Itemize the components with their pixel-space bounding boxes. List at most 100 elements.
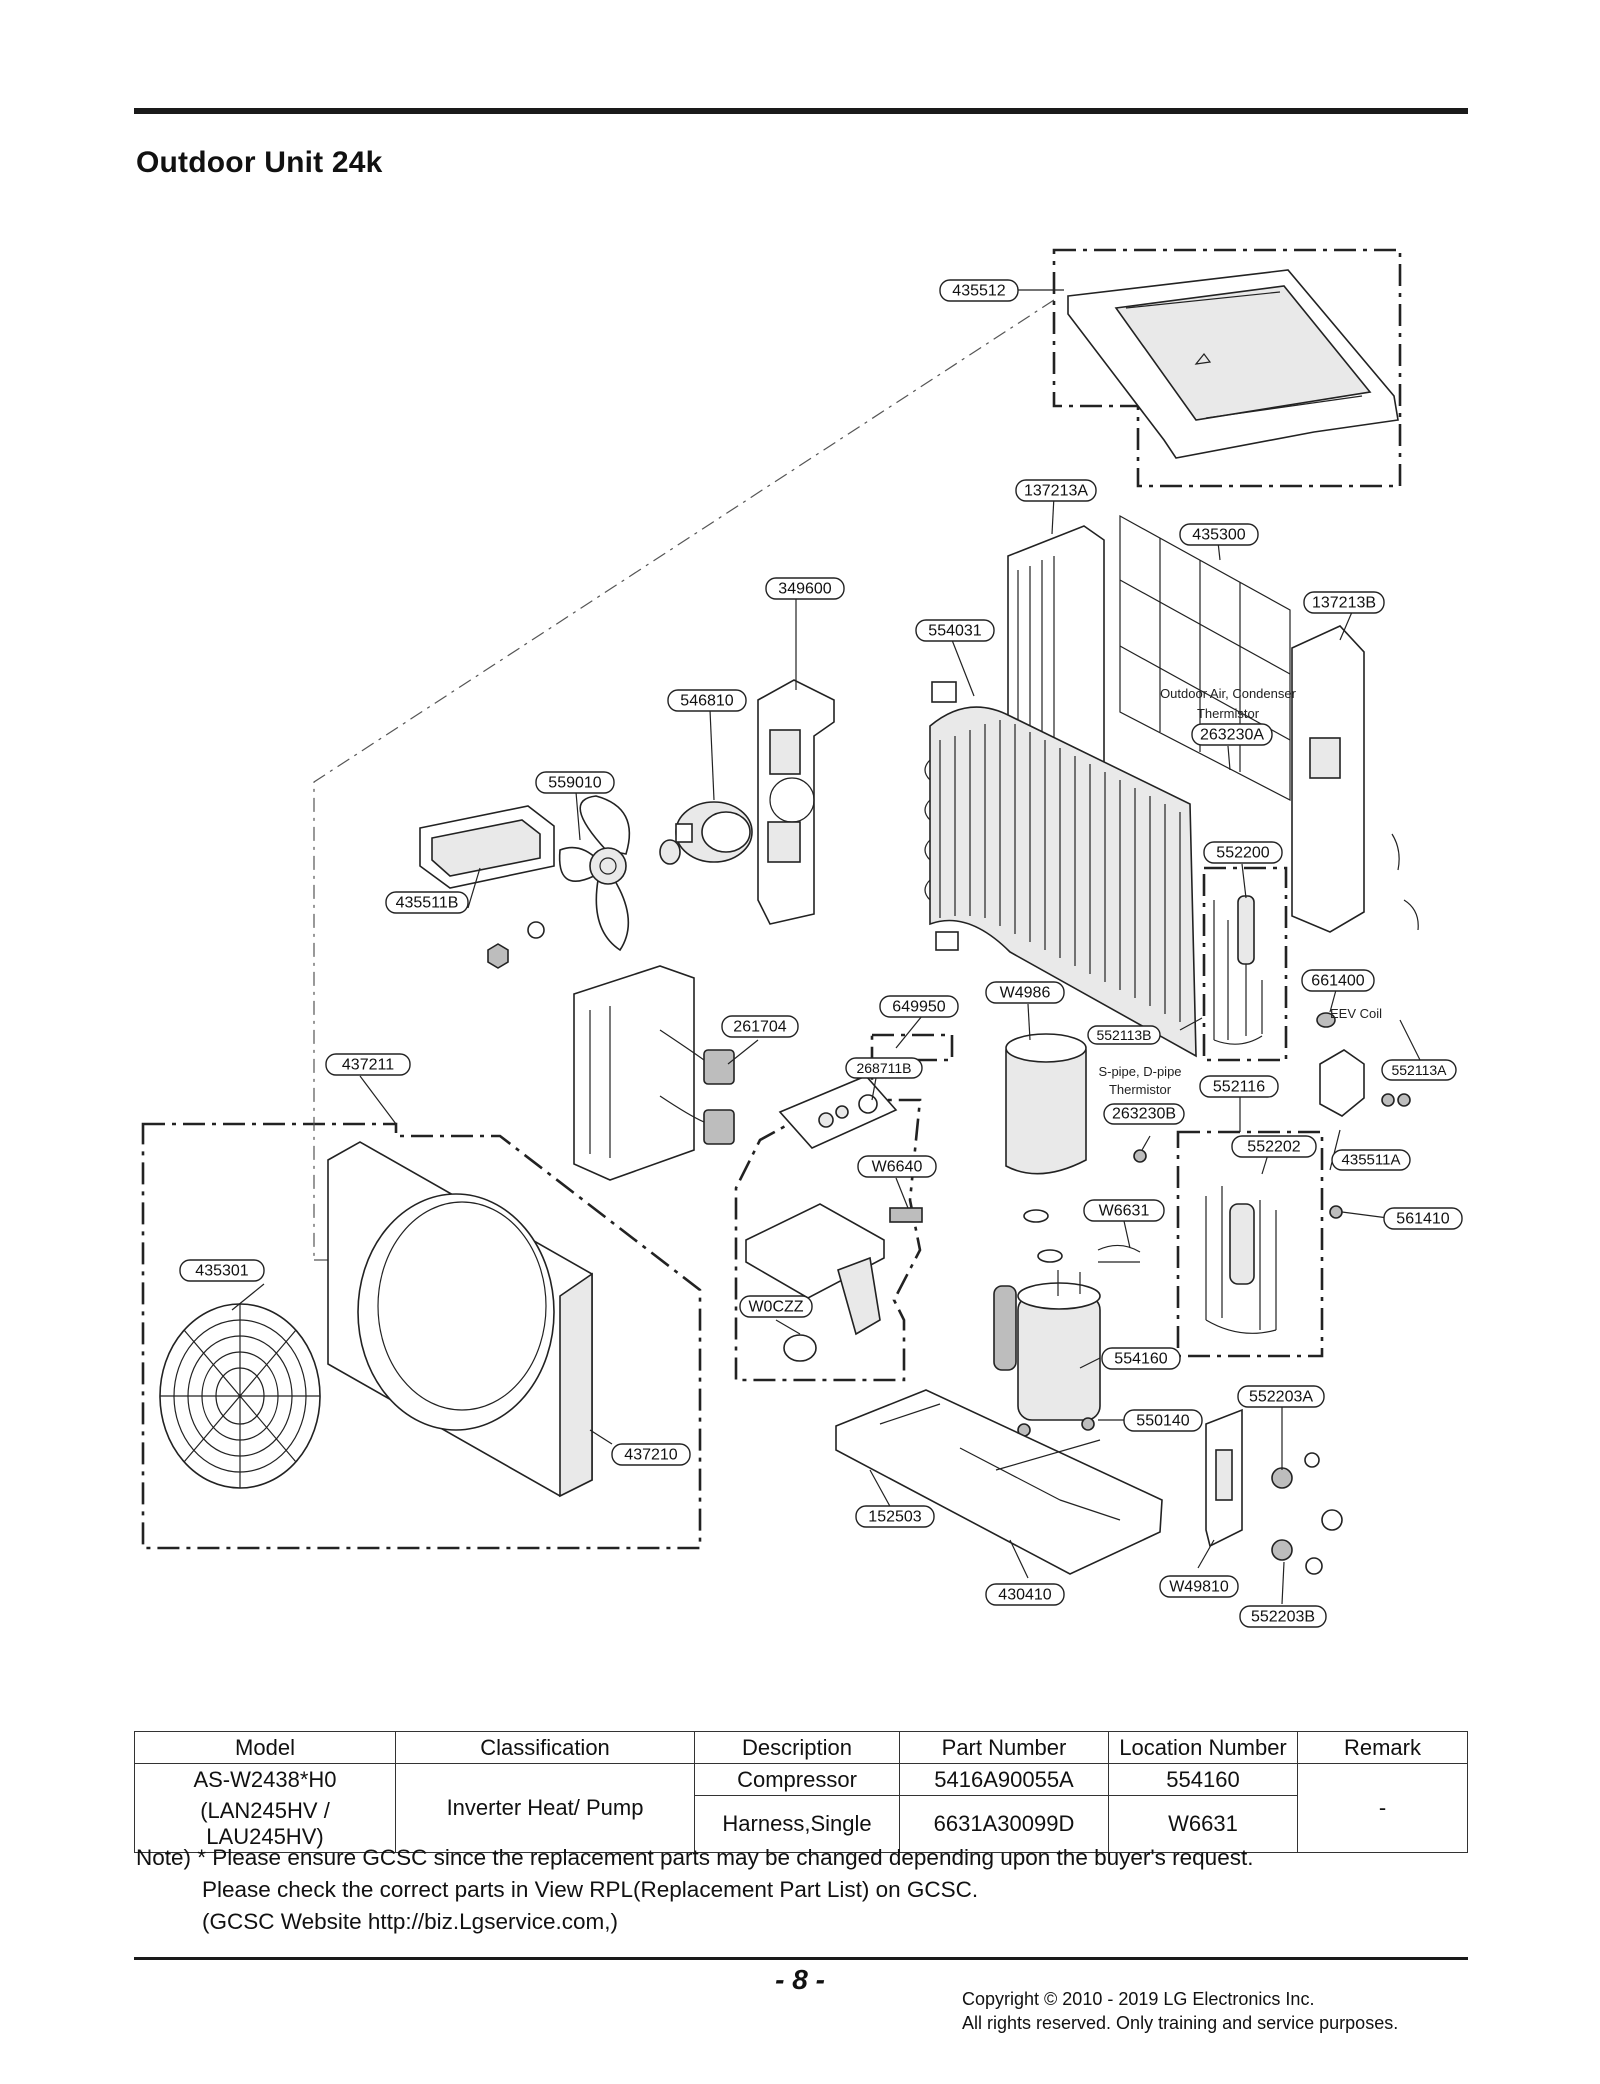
svg-text:546810: 546810 <box>680 693 733 710</box>
note-condenser-thermistor-2: Thermistor <box>1197 706 1260 721</box>
callout-430410: 430410 <box>985 1583 1065 1606</box>
col-location-number: Location Number <box>1108 1731 1298 1764</box>
svg-text:263230A: 263230A <box>1200 727 1264 744</box>
callout-552116: 552116 <box>1199 1075 1279 1098</box>
motor-bracket <box>757 679 835 925</box>
condenser-coil <box>924 681 1197 1058</box>
col-part-number: Part Number <box>899 1731 1109 1764</box>
callout-552113B: 552113B <box>1087 1025 1161 1045</box>
callout-649950: 649950 <box>879 995 959 1018</box>
compressor <box>993 1209 1141 1437</box>
note-condenser-thermistor-1: Outdoor Air, Condenser <box>1160 686 1297 701</box>
col-description: Description <box>694 1731 900 1764</box>
note-line-1: Note) * Please ensure GCSC since the rep… <box>136 1845 1254 1870</box>
table-row: (LAN245HV / LAU245HV) Harness,Single 663… <box>134 1795 1468 1853</box>
part-number-cell: 5416A90055A <box>899 1763 1109 1796</box>
svg-text:261704: 261704 <box>733 1019 786 1036</box>
page-number: - 8 - <box>775 1964 825 1995</box>
table-row: AS-W2438*H0 Inverter Heat/ Pump Compress… <box>134 1763 1468 1853</box>
page-title: Outdoor Unit 24k <box>136 146 383 179</box>
svg-text:349600: 349600 <box>778 581 831 598</box>
exploded-parts-diagram: 435512 137213A 435300 349600 137213B 554… <box>141 248 1463 1628</box>
svg-text:W49810: W49810 <box>1169 1579 1229 1596</box>
callout-W0CZZ: W0CZZ <box>739 1295 813 1318</box>
callout-552200: 552200 <box>1203 841 1283 864</box>
col-classification: Classification <box>395 1731 695 1764</box>
note-spipe-2: Thermistor <box>1109 1082 1172 1097</box>
svg-text:554160: 554160 <box>1114 1351 1167 1368</box>
col-remark: Remark <box>1297 1731 1468 1764</box>
svg-text:550140: 550140 <box>1136 1413 1189 1430</box>
description-cell: Compressor <box>694 1763 900 1796</box>
svg-text:552113B: 552113B <box>1096 1027 1151 1043</box>
svg-text:552113A: 552113A <box>1391 1062 1447 1078</box>
callout-552202: 552202 <box>1231 1135 1317 1158</box>
svg-text:263230B: 263230B <box>1112 1106 1176 1123</box>
svg-text:137213A: 137213A <box>1024 483 1088 500</box>
callout-W4986: W4986 <box>985 981 1065 1004</box>
svg-text:649950: 649950 <box>892 999 945 1016</box>
svg-text:W6640: W6640 <box>872 1159 923 1176</box>
svg-text:435511B: 435511B <box>396 895 459 912</box>
col-model: Model <box>134 1731 396 1764</box>
svg-text:152503: 152503 <box>868 1509 921 1526</box>
remark-cell: - <box>1297 1763 1468 1853</box>
callout-349600: 349600 <box>765 577 845 600</box>
control-cover <box>419 805 555 889</box>
callout-261704: 261704 <box>721 1015 799 1038</box>
guide-line-top <box>313 299 1055 1260</box>
callout-437210: 437210 <box>611 1443 691 1466</box>
fan-motor <box>675 801 753 863</box>
control-box <box>745 1203 923 1362</box>
svg-text:437210: 437210 <box>624 1447 677 1464</box>
callout-435301: 435301 <box>179 1259 265 1282</box>
valve-assembly-boundary <box>1202 866 1288 1062</box>
svg-text:552116: 552116 <box>1213 1079 1265 1096</box>
bottom-rule <box>134 1957 1468 1960</box>
reversing-valve <box>1213 895 1263 1045</box>
note-spipe-1: S-pipe, D-pipe <box>1098 1064 1181 1079</box>
front-panel <box>327 1141 593 1498</box>
barrier-panel <box>573 965 695 1181</box>
callout-268711B: 268711B <box>845 1057 923 1079</box>
copyright: Copyright © 2010 - 2019 LG Electronics I… <box>962 1987 1398 2035</box>
side-panel-right <box>1291 625 1419 933</box>
propeller-fan <box>487 795 681 969</box>
description-cell: Harness,Single <box>694 1795 900 1853</box>
callout-137213A: 137213A <box>1015 479 1097 502</box>
svg-text:435512: 435512 <box>952 283 1005 300</box>
svg-text:554031: 554031 <box>928 623 981 640</box>
table-header-row: Model Classification Description Part Nu… <box>134 1731 1468 1764</box>
callout-552203B: 552203B <box>1239 1605 1327 1628</box>
callout-554031: 554031 <box>915 619 995 642</box>
reactor <box>659 1029 735 1145</box>
location-cell: 554160 <box>1108 1763 1298 1796</box>
callout-550140: 550140 <box>1123 1409 1203 1432</box>
note-line-2: Please check the correct parts in View R… <box>202 1877 979 1902</box>
callout-W6640: W6640 <box>857 1155 937 1178</box>
callout-435512: 435512 <box>939 279 1019 302</box>
callout-W6631: W6631 <box>1083 1199 1165 1222</box>
fan-grille <box>159 1303 321 1489</box>
svg-text:552203B: 552203B <box>1251 1609 1315 1626</box>
svg-text:435511A: 435511A <box>1342 1152 1401 1169</box>
pipe-assembly <box>1133 1149 1343 1334</box>
svg-text:W6631: W6631 <box>1099 1203 1150 1220</box>
svg-text:661400: 661400 <box>1311 973 1364 990</box>
callout-661400: 661400 <box>1301 969 1375 992</box>
svg-text:435301: 435301 <box>195 1263 248 1280</box>
model-line1: AS-W2438*H0 <box>134 1763 396 1796</box>
parts-table: Model Classification Description Part Nu… <box>134 1731 1468 1853</box>
svg-text:561410: 561410 <box>1396 1211 1449 1228</box>
svg-text:W0CZZ: W0CZZ <box>748 1299 803 1316</box>
service-valves <box>1205 1408 1343 1575</box>
top-cover <box>1067 269 1399 459</box>
main-pcb <box>778 1075 898 1149</box>
callout-435300: 435300 <box>1179 523 1259 546</box>
callout-437211: 437211 <box>325 1053 411 1076</box>
eev-coil <box>1316 1012 1336 1028</box>
svg-text:437211: 437211 <box>342 1057 394 1074</box>
pipe-assembly-boundary <box>1176 1130 1324 1358</box>
svg-text:W4986: W4986 <box>1000 985 1051 1002</box>
top-cover-boundary <box>1052 248 1402 488</box>
